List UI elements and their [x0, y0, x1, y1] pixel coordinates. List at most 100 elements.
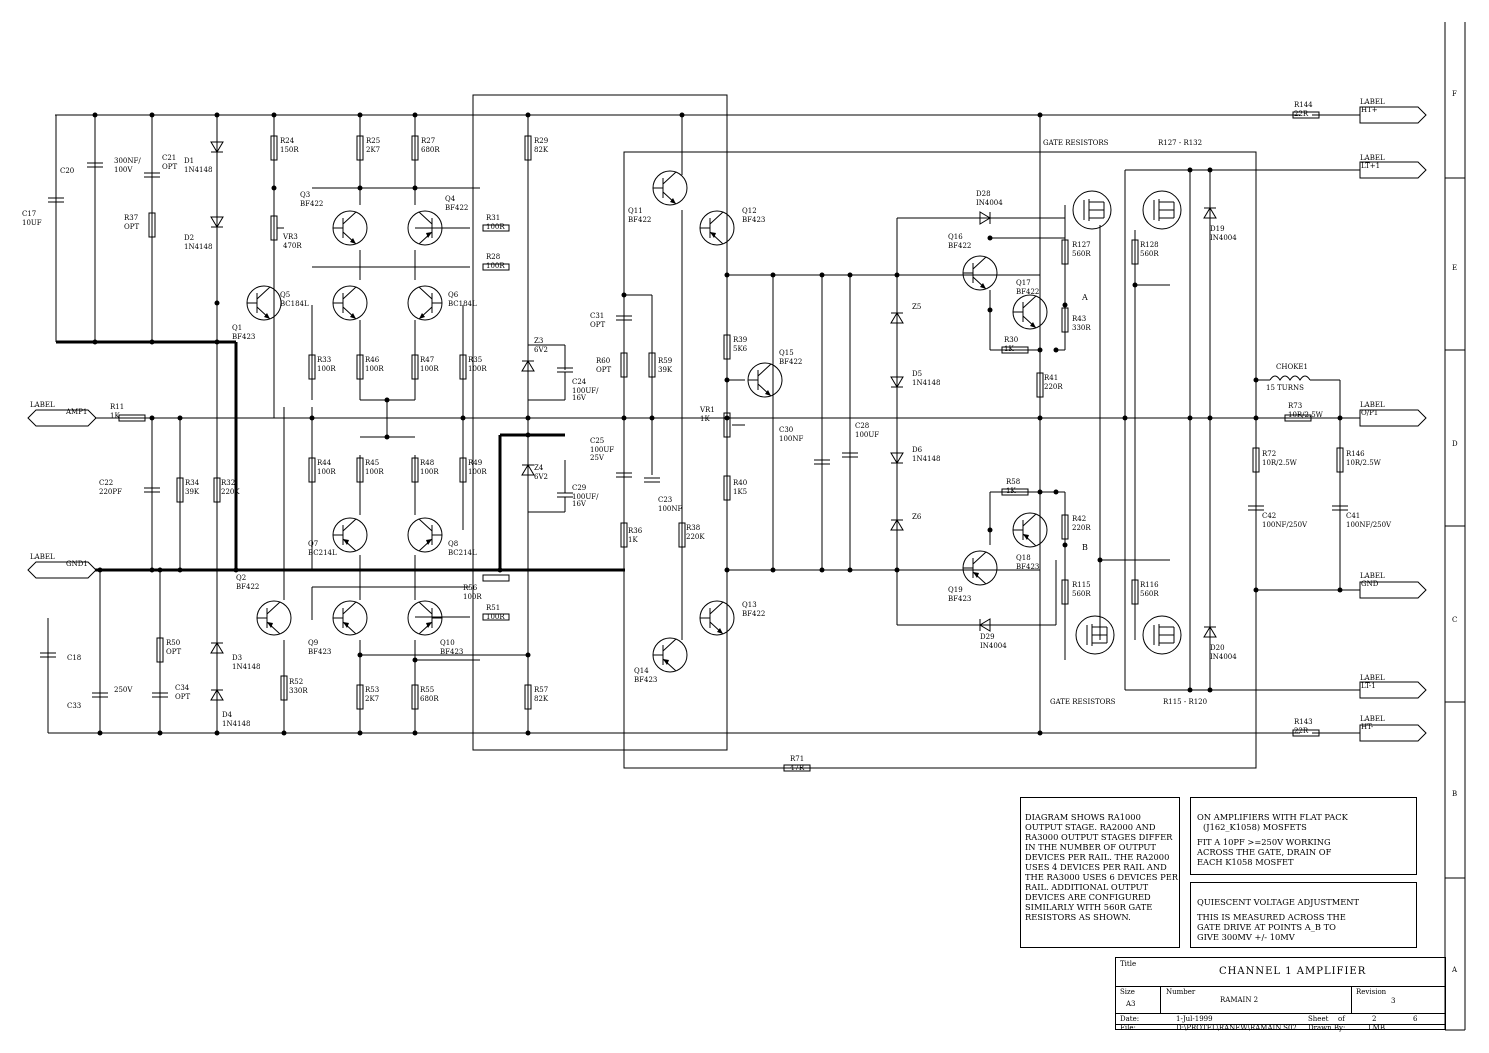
component-value: 39K — [185, 488, 200, 496]
label-op1: O/P1 — [1361, 409, 1378, 417]
component-value: BF423 — [1016, 563, 1039, 571]
component-value: 2K7 — [365, 695, 379, 703]
component-ref: C31 — [590, 312, 604, 320]
component-ref: R52 — [289, 678, 303, 686]
component-value: 10R/2.5W — [1262, 459, 1298, 467]
component-ref: R48 — [420, 459, 434, 467]
label-gnd1-caption: LABEL — [30, 553, 55, 561]
component-value: 220PF — [99, 488, 122, 496]
component-value: 250V — [114, 686, 133, 694]
component-value: 220R — [1044, 383, 1063, 391]
border-row-d: D — [1452, 440, 1458, 448]
component-value: 100R — [420, 468, 439, 476]
component-value: 100UF — [590, 446, 614, 454]
component-ref: R25 — [366, 137, 380, 145]
component-ref: R34 — [185, 479, 200, 487]
component-value: OPT — [175, 693, 190, 701]
component-value: 1K — [700, 415, 710, 423]
component-ref: Z5 — [912, 303, 921, 311]
component-value: 100R — [486, 613, 505, 621]
file-value: D:\PROTEL\RANEW\RAMAIN.S02 — [1176, 1024, 1297, 1032]
component-ref: R49 — [468, 459, 482, 467]
component-ref: C25 — [590, 437, 604, 445]
component-value: BF422 — [236, 583, 259, 591]
component-value: 1K — [628, 536, 638, 544]
component-value: 220R — [1072, 524, 1091, 532]
component-ref: C42 — [1262, 512, 1276, 520]
label-lt-plus: LT+1 — [1361, 162, 1380, 170]
note-output-stage-text: DIAGRAM SHOWS RA1000 OUTPUT STAGE. RA200… — [1025, 812, 1179, 922]
component-value: 100R — [468, 468, 487, 476]
component-value: 22R — [1294, 727, 1309, 735]
size-value: A3 — [1126, 1000, 1136, 1008]
component-value: 10R/2.5W — [1346, 459, 1382, 467]
component-value: BC214L — [308, 549, 337, 557]
component-ref: D3 — [232, 654, 242, 662]
component-ref: C24 — [572, 378, 587, 386]
component-value: 220K — [686, 533, 705, 541]
component-value: 1K — [1004, 345, 1014, 353]
component-ref: Z3 — [534, 337, 543, 345]
component-ref: Q13 — [742, 601, 757, 609]
component-ref: R47 — [420, 356, 434, 364]
component-ref: R128 — [1140, 241, 1159, 249]
component-value: 100NF/250V — [1262, 521, 1308, 529]
component-value: 6V2 — [534, 473, 548, 481]
drawn-value: LMB — [1368, 1024, 1385, 1032]
note-flatpack-line1: ON AMPLIFIERS WITH FLAT PACK — [1197, 812, 1348, 822]
component-ref: Q7 — [308, 540, 318, 548]
drawing-title: CHANNEL 1 AMPLIFIER — [1219, 966, 1367, 977]
component-ref: Q18 — [1016, 554, 1031, 562]
component-value: 1N4148 — [222, 720, 250, 728]
component-ref: R46 — [365, 356, 380, 364]
note-flatpack-line2: (J162_K1058) MOSFETS — [1203, 822, 1307, 832]
gate-resistors-top: GATE RESISTORS — [1043, 139, 1109, 147]
component-ref: C23 — [658, 496, 672, 504]
component-value: 5K6 — [733, 345, 748, 353]
component-ref: R27 — [421, 137, 435, 145]
component-ref: R57 — [534, 686, 548, 694]
component-value: 100R — [317, 468, 336, 476]
component-value: BF423 — [742, 216, 765, 224]
title-caption: Title — [1120, 960, 1137, 968]
component-ref: C29 — [572, 484, 586, 492]
component-ref: Q19 — [948, 586, 963, 594]
component-value: 560R — [1140, 590, 1159, 598]
component-value: OPT — [166, 648, 181, 656]
component-ref: VR1 — [699, 406, 715, 414]
component-value: 680R — [421, 146, 440, 154]
component-ref: C28 — [855, 422, 869, 430]
component-value: BF423 — [232, 333, 255, 341]
label-gnd: GND — [1361, 580, 1379, 588]
component-value: OPT — [124, 223, 139, 231]
label-op1-caption: LABEL — [1360, 401, 1385, 409]
date-value: 1-Jul-1999 — [1176, 1015, 1213, 1023]
component-ref: D4 — [222, 711, 233, 719]
component-ref: D1 — [184, 157, 194, 165]
component-value: 100R — [317, 365, 336, 373]
component-value: 100NF — [779, 435, 803, 443]
number-caption: Number — [1166, 988, 1196, 996]
number-value: RAMAIN 2 — [1220, 996, 1259, 1004]
component-ref: R40 — [733, 479, 747, 487]
component-value: BF422 — [445, 204, 468, 212]
note-flatpack: ON AMPLIFIERS WITH FLAT PACK (J162_K1058… — [1190, 797, 1417, 875]
component-ref: R29 — [534, 137, 548, 145]
label-gnd1: GND1 — [66, 560, 88, 568]
component-ref: R55 — [420, 686, 434, 694]
component-value: BF422 — [300, 200, 323, 208]
component-value: 10R/2.5W — [1288, 411, 1324, 419]
component-value: BF423 — [308, 648, 331, 656]
gate-resistors-bottom: GATE RESISTORS — [1050, 698, 1116, 706]
test-point-a: A — [1081, 293, 1088, 302]
border-row-f: F — [1452, 90, 1457, 98]
component-ref: R35 — [468, 356, 482, 364]
component-value: BF422 — [628, 216, 651, 224]
component-value: 470R — [283, 242, 302, 250]
component-ref: R127 — [1072, 241, 1091, 249]
component-value: 1K5 — [733, 488, 747, 496]
component-ref: VR3 — [282, 233, 298, 241]
component-value: 47R — [790, 764, 805, 772]
component-ref: Q4 — [445, 195, 456, 203]
